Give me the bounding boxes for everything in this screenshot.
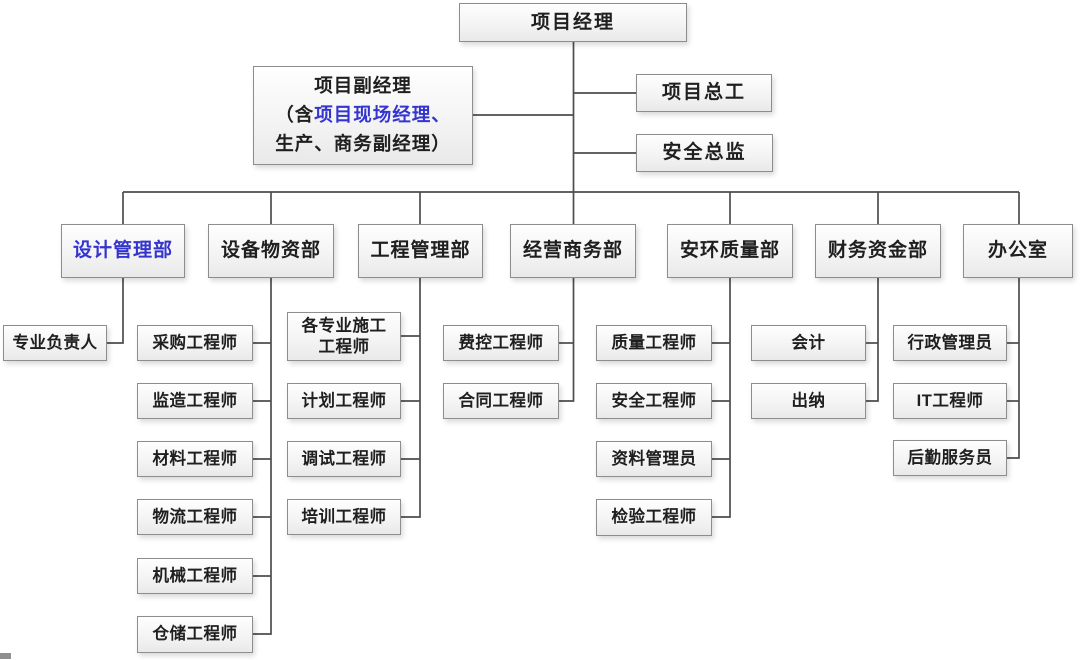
member-box-quality-engineer: 质量工程师 <box>596 325 712 361</box>
member-box-accountant: 会计 <box>751 325 866 361</box>
deputy-line-2: （含项目现场经理、 <box>275 101 451 130</box>
connector-col-engineering-trunk <box>401 278 421 518</box>
member-box-materials-engineer: 材料工程师 <box>137 441 253 477</box>
member-box-cashier: 出纳 <box>751 383 866 419</box>
node-chief-engineer: 项目总工 <box>636 74 772 112</box>
deputy-line-3: 生产、商务副经理） <box>275 132 451 154</box>
member-box-admin-officer: 行政管理员 <box>893 325 1007 361</box>
dept-box-safety-quality: 安环质量部 <box>667 224 793 278</box>
member-box-inspection-engineer: 检验工程师 <box>596 499 712 536</box>
member-box-commissioning-engineer: 调试工程师 <box>287 441 401 477</box>
member-box-cost-control-engineer: 费控工程师 <box>443 325 559 361</box>
member-box-discipline-construction-engineers: 各专业施工 工程师 <box>287 312 401 361</box>
member-box-supervision-engineer: 监造工程师 <box>137 383 253 419</box>
deputy-line-1: 项目副经理 <box>314 75 412 97</box>
dept-box-design-management: 设计管理部 <box>61 224 185 278</box>
member-box-planning-engineer: 计划工程师 <box>287 383 401 419</box>
dept-box-equipment-materials: 设备物资部 <box>208 224 334 278</box>
connector-col-design <box>107 278 124 344</box>
dept-box-office: 办公室 <box>963 224 1073 278</box>
connector-col-office-trunk <box>1007 278 1020 459</box>
dept-box-finance-funds: 财务资金部 <box>815 224 941 278</box>
dept-box-engineering-management: 工程管理部 <box>358 224 483 278</box>
connector-col-safety-quality-trunk <box>712 278 731 518</box>
node-safety-director: 安全总监 <box>636 134 773 172</box>
deputy-line-2-prefix: （含 <box>275 104 315 126</box>
connector-col-business-trunk <box>559 278 575 402</box>
bottom-left-artifact <box>0 653 11 659</box>
connector-col-equipment-trunk <box>253 278 272 635</box>
member-box-safety-engineer: 安全工程师 <box>596 383 712 419</box>
member-box-warehouse-engineer: 仓储工程师 <box>137 616 253 653</box>
member-box-logistics-engineer: 物流工程师 <box>137 499 253 535</box>
dept-box-business-commerce: 经营商务部 <box>510 224 636 278</box>
member-box-document-controller: 资料管理员 <box>596 441 712 477</box>
member-box-it-engineer: IT工程师 <box>893 383 1007 419</box>
member-box-logistics-service-staff: 后勤服务员 <box>893 440 1007 476</box>
member-box-specialty-lead: 专业负责人 <box>3 325 107 361</box>
member-box-contract-engineer: 合同工程师 <box>443 383 559 419</box>
connector-col-finance-trunk <box>866 278 879 402</box>
member-box-mechanical-engineer: 机械工程师 <box>137 558 253 594</box>
deputy-line-2-highlight: 项目现场经理、 <box>314 104 451 126</box>
node-deputy-project-manager: 项目副经理 （含项目现场经理、 生产、商务副经理） <box>253 66 473 165</box>
node-project-manager: 项目经理 <box>459 3 687 42</box>
member-box-training-engineer: 培训工程师 <box>287 499 401 535</box>
member-box-procurement-engineer: 采购工程师 <box>137 325 253 361</box>
